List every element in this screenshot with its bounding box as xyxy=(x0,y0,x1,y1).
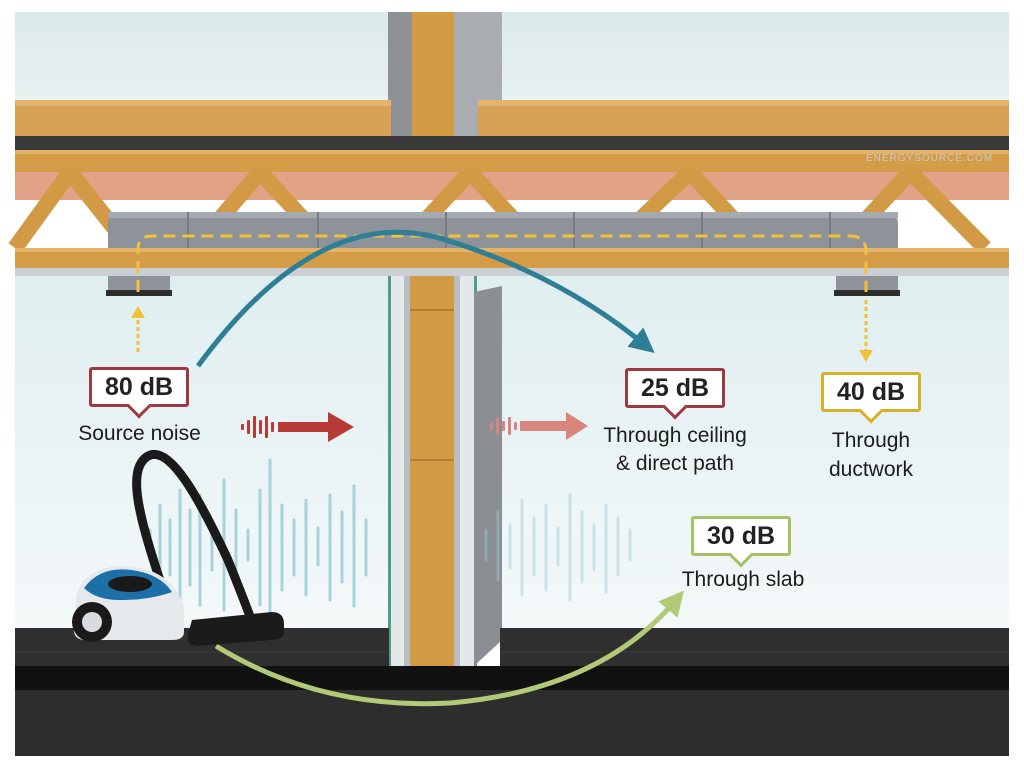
sound-wave-arrow-icon xyxy=(490,412,588,440)
truss-bottom-chord xyxy=(15,248,1009,268)
concrete-slab xyxy=(15,690,1009,756)
partition-wall xyxy=(388,276,477,666)
floor-right xyxy=(500,628,1009,668)
truss-top-chord xyxy=(15,150,1009,172)
callout-ceiling-caption-line2: & direct path xyxy=(616,452,734,475)
callout-slab-value: 30 dB xyxy=(691,516,791,556)
supply-register-left xyxy=(106,290,172,296)
callout-ceiling-caption-line1: Through ceiling xyxy=(603,424,747,447)
callout-ductwork-caption-line1: Through xyxy=(831,429,911,452)
slab-path-arrow xyxy=(214,590,685,707)
sound-wave-arrow-icon xyxy=(241,412,354,442)
supply-register-right xyxy=(834,290,900,296)
door-panel xyxy=(474,286,502,666)
callout-source-noise-caption: Source noise xyxy=(78,422,201,445)
slab-top xyxy=(15,666,1009,690)
vacuum-cleaner-icon xyxy=(72,449,284,646)
ceiling-drywall xyxy=(15,268,1009,276)
duct-sound-path xyxy=(136,234,868,292)
callout-ductwork-caption-line2: ductwork xyxy=(828,458,914,481)
dashed-arrow-icon xyxy=(131,306,145,352)
floor-membrane xyxy=(15,136,1009,150)
callout-ductwork-value: 40 dB xyxy=(821,372,921,412)
dashed-arrow-icon xyxy=(859,300,873,362)
callout-ceiling-value: 25 dB xyxy=(625,368,725,408)
callout-slab-caption: Through slab xyxy=(681,568,805,591)
upper-room-background xyxy=(15,12,1009,102)
ceiling-path-arrow xyxy=(195,229,655,368)
watermark: ENERGYSOURCE.COM xyxy=(866,153,994,164)
subfloor xyxy=(15,100,1009,136)
sound-waveform-right xyxy=(484,493,632,602)
insulation-layer xyxy=(15,172,1009,200)
callout-source-noise-value: 80 dB xyxy=(89,367,189,407)
